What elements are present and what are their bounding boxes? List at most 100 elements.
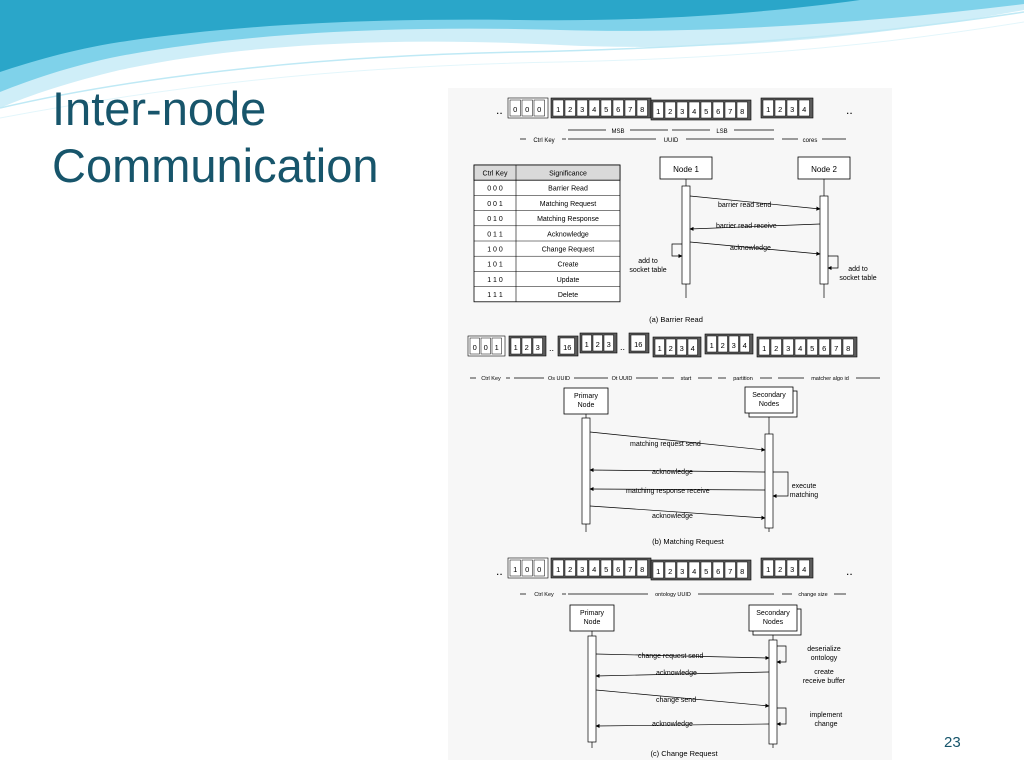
a-lsb-cell xyxy=(664,101,676,119)
b-ot-digit: 1 xyxy=(585,340,589,349)
c-note3-line2: change xyxy=(815,721,838,728)
a-ctrl-digit: 0 xyxy=(537,105,541,114)
ctrl-table-header: Ctrl Key xyxy=(483,171,508,178)
a-ctrl-digit: 0 xyxy=(525,105,529,114)
c-note2-line2: receive buffer xyxy=(803,678,846,685)
ellipsis-right: .. xyxy=(846,103,853,117)
b-partition-digit: 4 xyxy=(743,341,747,350)
b-os-digit: 3 xyxy=(536,343,540,352)
ellipsis-left: .. xyxy=(496,103,503,117)
c-msg-change-send: change send xyxy=(656,697,696,704)
label-msb: MSB xyxy=(611,129,624,135)
c-uuid-b-digit: 1 xyxy=(656,567,660,576)
b-ot-end-cell xyxy=(630,334,646,352)
b-ot-end-digit: 16 xyxy=(634,340,642,349)
b-os-cell xyxy=(510,337,521,355)
label-uuid: UUID xyxy=(664,138,679,144)
b-ot-digit: 3 xyxy=(607,340,611,349)
b-algo-digit: 5 xyxy=(810,344,814,353)
change-request-field-labels: Ctrl Key ontology UUID change size xyxy=(520,590,846,598)
b-partition-digit: 2 xyxy=(721,341,725,350)
a-msb-cell xyxy=(576,99,588,117)
b-algo-cell xyxy=(770,338,782,356)
a-ctrl-cell xyxy=(521,99,533,117)
node2-label: Node 2 xyxy=(811,165,837,174)
a-lsb-cell xyxy=(676,101,688,119)
c-ctrl-cell xyxy=(533,559,545,577)
a-msb-digit: 6 xyxy=(616,105,620,114)
a-msb-cell xyxy=(612,99,624,117)
a-lsb-digit: 2 xyxy=(668,107,672,116)
b-algo-digit: 2 xyxy=(774,344,778,353)
c-size-cell xyxy=(798,559,810,577)
c-note3-line1: implement xyxy=(810,712,842,719)
label-matcher-algo-id: matcher algo id xyxy=(811,376,849,382)
ctrl-table-key: 0 1 1 xyxy=(487,231,503,238)
b-start-digit: 1 xyxy=(658,344,662,353)
c-uuid-a-cell xyxy=(564,559,576,577)
b-algo-digit: 4 xyxy=(798,344,802,353)
b-msg-acknowledge-1: acknowledge xyxy=(652,469,693,476)
c-primary-line2: Node xyxy=(584,619,601,626)
msg-barrier-read-receive: barrier read receive xyxy=(716,223,777,230)
a-cores-cell xyxy=(774,99,786,117)
b-secondary-nodes-box xyxy=(744,386,794,414)
c-size-cell xyxy=(774,559,786,577)
a-lsb-cell xyxy=(712,101,724,119)
b-ctrl-digit: 1 xyxy=(495,343,499,352)
b-algo-cell xyxy=(806,338,818,356)
a-ctrl-digit: 0 xyxy=(513,105,517,114)
a-cores-cell xyxy=(762,99,774,117)
b-partition-cell xyxy=(728,335,739,353)
b-ot-cell xyxy=(581,334,592,352)
ctrl-table-significance: Matching Request xyxy=(540,201,596,208)
b-start-cell xyxy=(665,338,676,356)
b-partition-digit: 1 xyxy=(710,341,714,350)
c-secondary-nodes-box xyxy=(748,604,798,632)
a-msb-digit: 2 xyxy=(568,105,572,114)
label-ot-uuid: Ot UUID xyxy=(612,376,633,382)
ctrl-table-key: 0 0 0 xyxy=(487,186,503,193)
ctrl-table-significance: Barrier Read xyxy=(548,186,588,193)
slide-title-line2: Communication xyxy=(52,139,379,192)
b-start-digit: 2 xyxy=(669,344,673,353)
a-cores-digit: 1 xyxy=(766,105,770,114)
c-size-digit: 1 xyxy=(766,565,770,574)
ctrl-table-key: 1 0 1 xyxy=(487,262,503,269)
c-uuid-b-cell xyxy=(688,561,700,579)
b-algo-cell xyxy=(782,338,794,356)
c-ctrl-digit: 0 xyxy=(537,565,541,574)
c-uuid-b-digit: 8 xyxy=(740,567,744,576)
b-primary-activation xyxy=(581,417,591,525)
b-algo-digit: 8 xyxy=(846,344,850,353)
c-uuid-a-cell xyxy=(612,559,624,577)
c-size-digit: 2 xyxy=(778,565,782,574)
note-right-line1: add to xyxy=(848,266,868,273)
b-ctrl-digit: 0 xyxy=(484,343,488,352)
label-os-uuid: Os UUID xyxy=(548,376,570,382)
b-ctrl-cell xyxy=(480,337,491,355)
b-msg-matching-response-receive: matching response receive xyxy=(626,488,710,495)
c-msg-change-request-send: change request send xyxy=(638,653,703,660)
c-uuid-a-digit: 7 xyxy=(628,565,632,574)
b-os-cell xyxy=(532,337,543,355)
note-left-line2: socket table xyxy=(629,267,666,274)
slide-title: Inter-node Communication xyxy=(52,80,432,194)
a-lsb-digit: 4 xyxy=(692,107,696,116)
c-primary-line1: Primary xyxy=(580,610,605,617)
ctrl-table-significance: Matching Response xyxy=(537,216,599,223)
b-ot-cell xyxy=(603,334,614,352)
c-uuid-b-digit: 2 xyxy=(668,567,672,576)
c-uuid-b-cell xyxy=(652,561,664,579)
label-ctrl-key: Ctrl Key xyxy=(533,138,554,144)
ctrl-table-key: 1 1 0 xyxy=(487,277,503,284)
b-algo-cell xyxy=(830,338,842,356)
a-msb-cell xyxy=(600,99,612,117)
header-wave-decoration xyxy=(0,0,1024,119)
caption-barrier-read: (a) Barrier Read xyxy=(649,315,703,324)
a-cores-digit: 4 xyxy=(802,105,806,114)
c-uuid-b-cell xyxy=(700,561,712,579)
b-ctrl-digit: 0 xyxy=(473,343,477,352)
a-lsb-digit: 6 xyxy=(716,107,720,116)
c-ctrl-digit: 0 xyxy=(525,565,529,574)
